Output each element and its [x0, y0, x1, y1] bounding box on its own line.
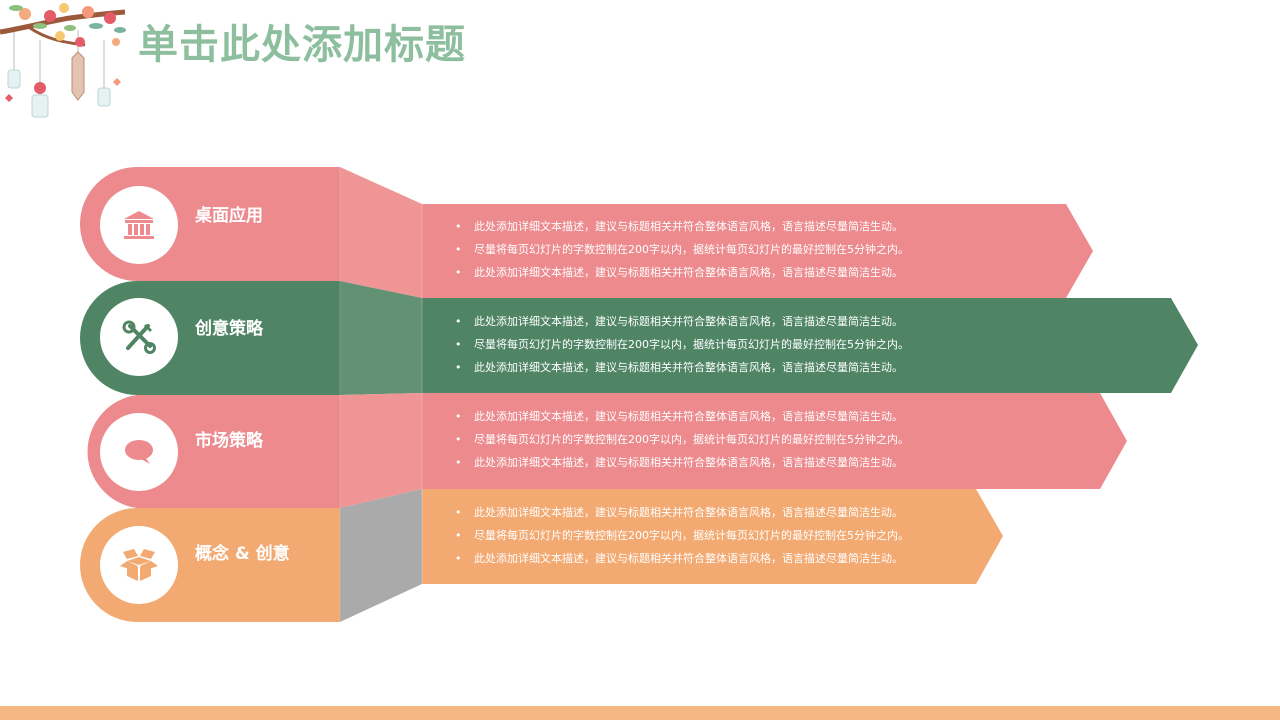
description-line[interactable]: •此处添加详细文本描述，建议与标题相关并符合整体语言风格，语言描述尽量简洁生动。 — [455, 215, 975, 238]
open-box-icon — [120, 549, 158, 581]
description-line[interactable]: •尽量将每页幻灯片的字数控制在200字以内，据统计每页幻灯片的最好控制在5分钟之… — [455, 238, 975, 261]
tab-label-3[interactable]: 市场策略 — [195, 431, 263, 451]
icon-circle-3 — [100, 413, 178, 491]
description-line[interactable]: •此处添加详细文本描述，建议与标题相关并符合整体语言风格，语言描述尽量简洁生动。 — [455, 547, 975, 570]
description-list-4: •此处添加详细文本描述，建议与标题相关并符合整体语言风格，语言描述尽量简洁生动。… — [455, 501, 975, 570]
slide-title[interactable]: 单击此处添加标题 — [138, 22, 466, 68]
icon-circle-2 — [100, 298, 178, 376]
bullet-icon: • — [455, 338, 462, 351]
bullet-icon: • — [455, 220, 462, 233]
bank-icon — [124, 211, 154, 239]
fold-1 — [340, 167, 422, 298]
description-line[interactable]: •此处添加详细文本描述，建议与标题相关并符合整体语言风格，语言描述尽量简洁生动。 — [455, 261, 975, 284]
description-line[interactable]: •此处添加详细文本描述，建议与标题相关并符合整体语言风格，语言描述尽量简洁生动。 — [455, 405, 975, 428]
bullet-icon: • — [455, 529, 462, 542]
icon-circle-4 — [100, 526, 178, 604]
description-line[interactable]: •此处添加详细文本描述，建议与标题相关并符合整体语言风格，语言描述尽量简洁生动。 — [455, 310, 975, 333]
arrow-shape-2 — [422, 298, 1198, 393]
bullet-icon: • — [455, 266, 462, 279]
arrow-shape-4 — [422, 489, 1003, 584]
arrow-shape-1 — [422, 204, 1093, 298]
tools-icon — [122, 320, 156, 354]
description-line[interactable]: •此处添加详细文本描述，建议与标题相关并符合整体语言风格，语言描述尽量简洁生动。 — [455, 451, 975, 474]
description-line[interactable]: •此处添加详细文本描述，建议与标题相关并符合整体语言风格，语言描述尽量简洁生动。 — [455, 356, 975, 379]
description-list-1: •此处添加详细文本描述，建议与标题相关并符合整体语言风格，语言描述尽量简洁生动。… — [455, 215, 975, 284]
description-line[interactable]: •尽量将每页幻灯片的字数控制在200字以内，据统计每页幻灯片的最好控制在5分钟之… — [455, 428, 975, 451]
arrow-shape-3 — [422, 393, 1127, 489]
fold-2 — [340, 281, 422, 395]
bullet-icon: • — [455, 456, 462, 469]
chat-bubble-icon — [125, 440, 153, 464]
description-line[interactable]: •尽量将每页幻灯片的字数控制在200字以内，据统计每页幻灯片的最好控制在5分钟之… — [455, 333, 975, 356]
tab-label-1[interactable]: 桌面应用 — [195, 206, 263, 226]
fold-4 — [340, 489, 422, 622]
bullet-icon: • — [455, 552, 462, 565]
bullet-icon: • — [455, 506, 462, 519]
bullet-icon: • — [455, 433, 462, 446]
bullet-icon: • — [455, 243, 462, 256]
description-list-2: •此处添加详细文本描述，建议与标题相关并符合整体语言风格，语言描述尽量简洁生动。… — [455, 310, 975, 379]
fold-3 — [340, 393, 422, 508]
tab-label-2[interactable]: 创意策略 — [195, 319, 263, 339]
bullet-icon: • — [455, 410, 462, 423]
icon-circle-1 — [100, 186, 178, 264]
tab-label-4[interactable]: 概念 & 创意 — [195, 544, 290, 564]
flower-branch-icon — [0, 3, 126, 118]
description-list-3: •此处添加详细文本描述，建议与标题相关并符合整体语言风格，语言描述尽量简洁生动。… — [455, 405, 975, 474]
footer-bar — [0, 706, 1280, 720]
description-line[interactable]: •此处添加详细文本描述，建议与标题相关并符合整体语言风格，语言描述尽量简洁生动。 — [455, 501, 975, 524]
description-line[interactable]: •尽量将每页幻灯片的字数控制在200字以内，据统计每页幻灯片的最好控制在5分钟之… — [455, 524, 975, 547]
bullet-icon: • — [455, 361, 462, 374]
bullet-icon: • — [455, 315, 462, 328]
